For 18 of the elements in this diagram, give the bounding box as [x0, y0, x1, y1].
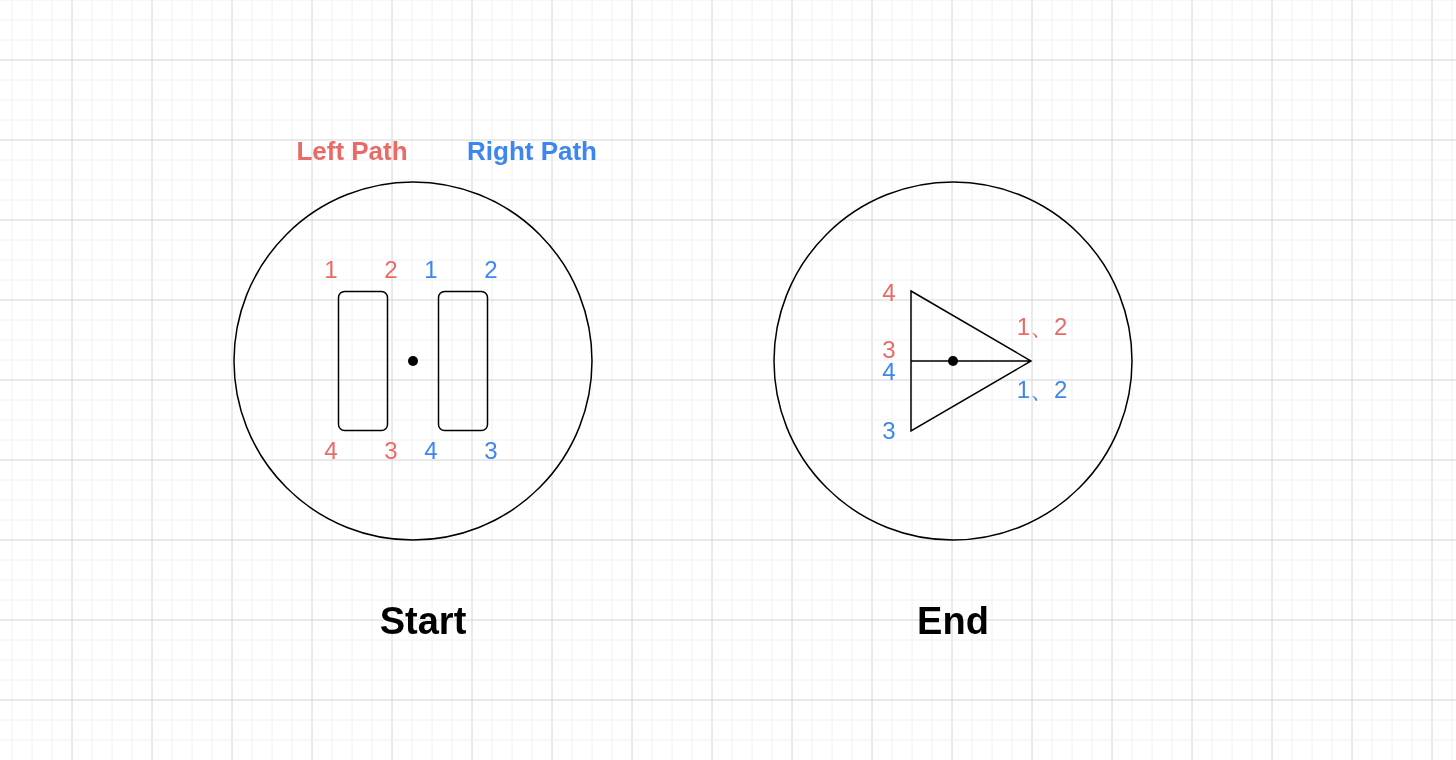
corner-number: 4 — [882, 360, 896, 384]
corner-number: 3 — [384, 439, 398, 463]
corner-number: 4 — [324, 439, 338, 463]
corner-number: 1、2 — [1016, 378, 1068, 402]
circle-caption: End — [917, 599, 989, 643]
circle-caption: Start — [379, 599, 467, 643]
corner-number: 1 — [424, 258, 438, 282]
corner-number: 3 — [484, 439, 498, 463]
corner-number: 1、2 — [1016, 315, 1068, 339]
corner-number: 3 — [882, 419, 896, 443]
corner-number: 2 — [484, 258, 498, 282]
corner-number: 1 — [324, 258, 338, 282]
path-heading: Right Path — [467, 138, 597, 164]
path-heading: Left Path — [296, 138, 408, 164]
corner-number: 4 — [882, 281, 896, 305]
corner-number: 4 — [424, 439, 438, 463]
corner-number: 2 — [384, 258, 398, 282]
corner-number: 3 — [882, 338, 896, 362]
